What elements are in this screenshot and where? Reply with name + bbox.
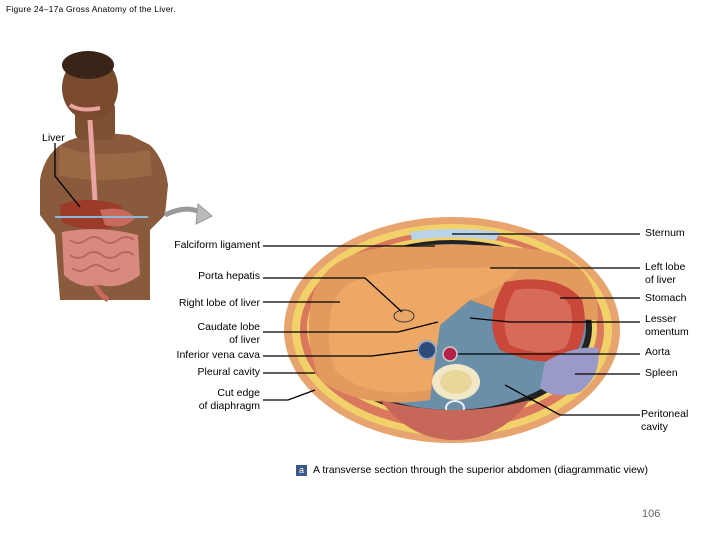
label-cut-edge-diaphragm: Cut edge of diaphragm	[199, 387, 260, 413]
caption-badge: a	[296, 464, 307, 476]
cross-section	[284, 217, 620, 443]
label-pleural-cavity: Pleural cavity	[197, 366, 260, 378]
label-caudate-lobe-line1: Caudate lobe	[197, 321, 260, 333]
label-cut-edge-line2: of diaphragm	[198, 400, 260, 412]
label-lesser-omentum-line2: omentum	[645, 326, 689, 338]
label-left-lobe-line2: of liver	[645, 274, 676, 286]
label-falciform-ligament: Falciform ligament	[174, 239, 260, 251]
label-left-lobe: Left lobe of liver	[645, 261, 685, 287]
label-caudate-lobe-line2: of liver	[229, 334, 260, 346]
label-left-lobe-line1: Left lobe	[645, 261, 686, 273]
label-aorta: Aorta	[645, 346, 671, 358]
label-sternum: Sternum	[645, 227, 685, 239]
label-stomach: Stomach	[645, 292, 687, 304]
label-porta-hepatis: Porta hepatis	[198, 270, 260, 282]
label-spleen: Spleen	[645, 367, 678, 379]
torso-figure	[40, 51, 168, 303]
label-right-lobe: Right lobe of liver	[178, 297, 260, 309]
figure-caption: a A transverse section through the super…	[296, 464, 648, 476]
label-lesser-omentum-line1: Lesser	[645, 313, 677, 325]
figure-title: Figure 24–17a Gross Anatomy of the Liver…	[6, 4, 176, 14]
caption-text: A transverse section through the superio…	[313, 464, 648, 476]
label-cut-edge-line1: Cut edge	[217, 387, 260, 399]
label-caudate-lobe: Caudate lobe of liver	[198, 321, 260, 347]
label-liver: Liver	[42, 132, 65, 144]
label-peritoneal-line2: cavity	[641, 421, 668, 433]
label-peritoneal-line1: Peritoneal	[641, 408, 689, 420]
leader-lines	[54, 143, 640, 416]
pointer-arrow-shaft	[163, 206, 202, 218]
label-peritoneal-cavity: Peritoneal cavity	[641, 408, 688, 434]
label-inferior-vena-cava: Inferior vena cava	[176, 349, 260, 361]
page-number: 106	[642, 508, 661, 520]
pointer-arrow-head	[195, 202, 213, 225]
label-lesser-omentum: Lesser omentum	[645, 313, 689, 339]
